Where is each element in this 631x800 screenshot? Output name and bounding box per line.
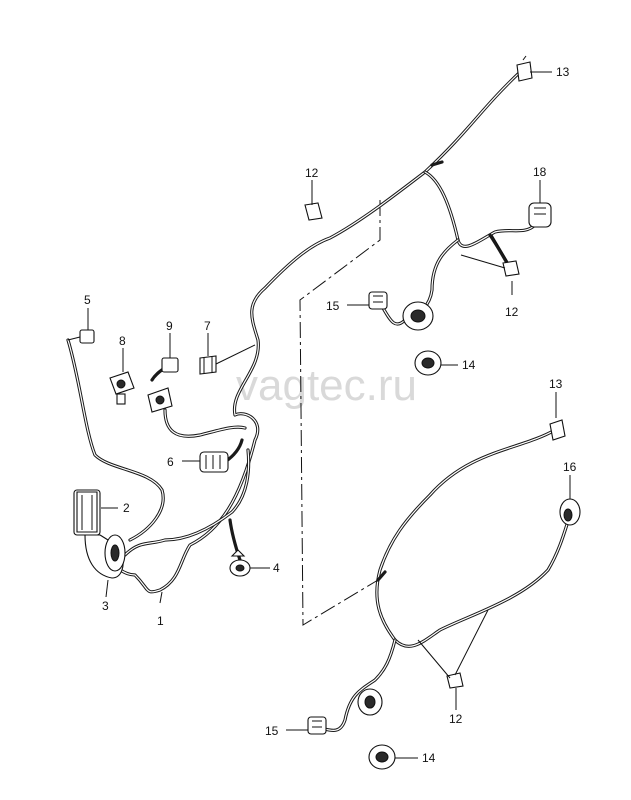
connector-part-16 (559, 498, 581, 526)
connector-part-15-lower (307, 716, 327, 735)
connector-part-5 (67, 329, 95, 344)
callout-13-top: 13 (556, 65, 570, 79)
callout-5: 5 (84, 293, 91, 307)
callout-6: 6 (167, 455, 174, 469)
grommet-part-4 (229, 549, 251, 577)
callout-1: 1 (157, 614, 164, 628)
callout-15-upper: 15 (326, 299, 340, 313)
callout-12-right: 12 (505, 305, 519, 319)
clip-part-12-right (460, 234, 520, 277)
callout-4: 4 (273, 561, 280, 575)
callout-18: 18 (533, 165, 547, 179)
callout-12-top: 12 (305, 166, 319, 180)
callout-9: 9 (166, 319, 173, 333)
callout-13-lower: 13 (549, 377, 563, 391)
clip-part-7 (199, 344, 256, 375)
connector-part-13-lower (549, 412, 566, 441)
connector-part-6 (199, 451, 229, 473)
wiring-harness-lower (318, 428, 572, 732)
callout-14-lower: 14 (422, 751, 436, 765)
clip-part-12-bottom (417, 609, 489, 689)
rubber-boot-part-2 (73, 489, 101, 536)
callout-8: 8 (119, 334, 126, 348)
connector-part-15-upper (368, 291, 388, 310)
callout-leaders (87, 71, 571, 759)
clip-part-12-top (304, 195, 323, 221)
callout-14-upper: 14 (462, 358, 476, 372)
callout-3: 3 (102, 599, 109, 613)
watermark-text: vagtec.ru (236, 361, 417, 410)
connector-part-13-top (516, 55, 533, 82)
grommet-part-14-lower (357, 688, 396, 770)
sensor-mount-part-9 (147, 387, 173, 413)
callout-12-bottom: 12 (449, 712, 463, 726)
callout-15-lower: 15 (265, 724, 279, 738)
grommet-part-3 (84, 534, 126, 579)
leader-dashed-left (299, 200, 381, 626)
callout-16: 16 (563, 460, 577, 474)
sensor-part-8 (109, 371, 135, 405)
callout-labels: 1 2 3 4 5 6 7 8 9 12 12 12 13 13 14 14 1… (84, 65, 577, 765)
connector-part-9 (161, 357, 179, 373)
callout-7: 7 (204, 319, 211, 333)
connector-part-18 (528, 202, 552, 228)
callout-2: 2 (123, 501, 130, 515)
grommet-part-14-upper (402, 301, 442, 376)
